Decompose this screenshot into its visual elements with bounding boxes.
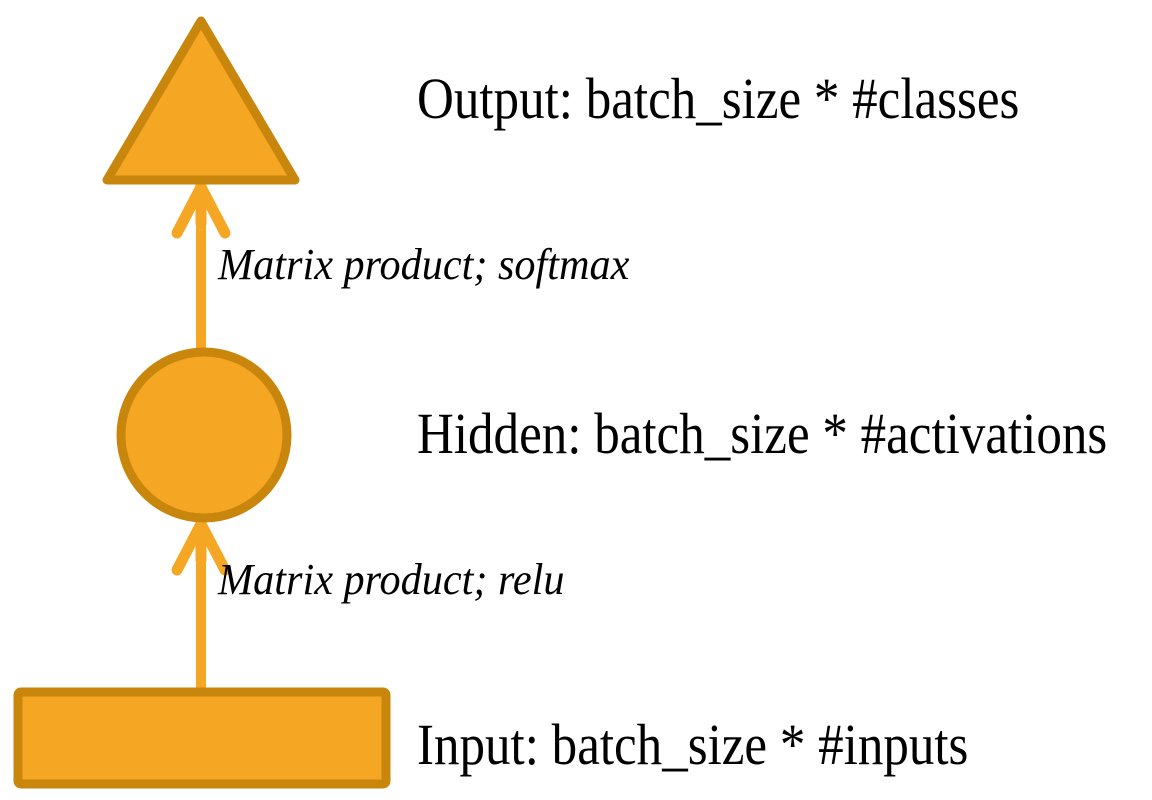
node-label-output: Output: batch_size * #classes — [417, 66, 1020, 131]
node-input-rectangle[interactable] — [13, 687, 391, 789]
edge-input-to-hidden — [171, 516, 231, 690]
edge-label-input-to-hidden: Matrix product; relu — [218, 555, 565, 604]
node-hidden-circle[interactable] — [116, 347, 292, 523]
node-output-triangle[interactable] — [102, 16, 300, 185]
node-label-input: Input: batch_size * #inputs — [417, 712, 969, 777]
edge-label-hidden-to-output: Matrix product; softmax — [218, 240, 630, 289]
node-label-hidden: Hidden: batch_size * #activations — [417, 401, 1108, 466]
